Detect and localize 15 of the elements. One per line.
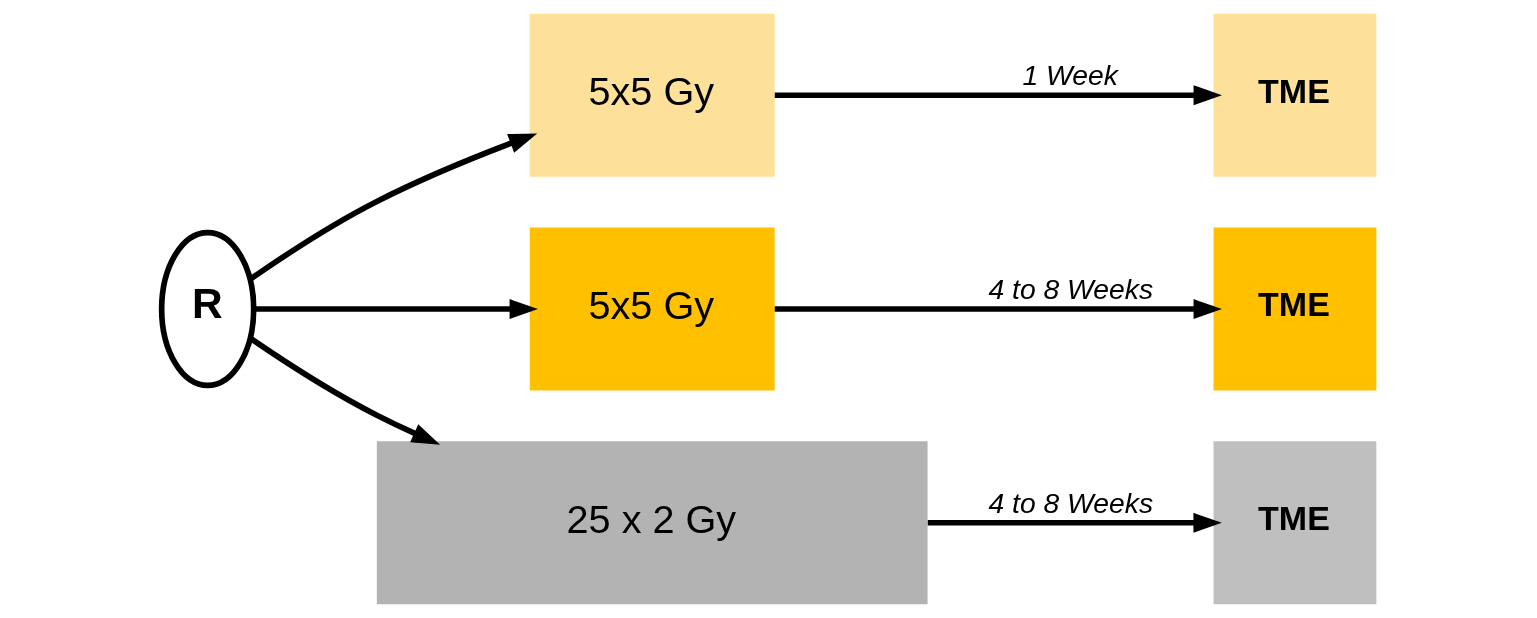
node-box: TME: [1213, 13, 1376, 177]
node-box: TME: [1213, 227, 1376, 391]
edge-label: 4 to 8 Weeks: [987, 486, 1153, 519]
node-box: 25 x 2 Gy: [376, 441, 928, 605]
arrow: [774, 85, 1222, 106]
arrow: [248, 133, 537, 282]
node-ellipse: R: [158, 229, 256, 389]
node-box: TME: [1213, 441, 1376, 605]
edge-label: 1 Week: [1021, 59, 1118, 92]
node-box: 5x5 Gy: [529, 227, 775, 391]
edge-label: 4 to 8 Weeks: [987, 273, 1153, 306]
arrow: [253, 299, 538, 319]
arrow: [774, 299, 1222, 319]
node-box: 5x5 Gy: [529, 13, 775, 177]
arrow: [927, 512, 1222, 533]
